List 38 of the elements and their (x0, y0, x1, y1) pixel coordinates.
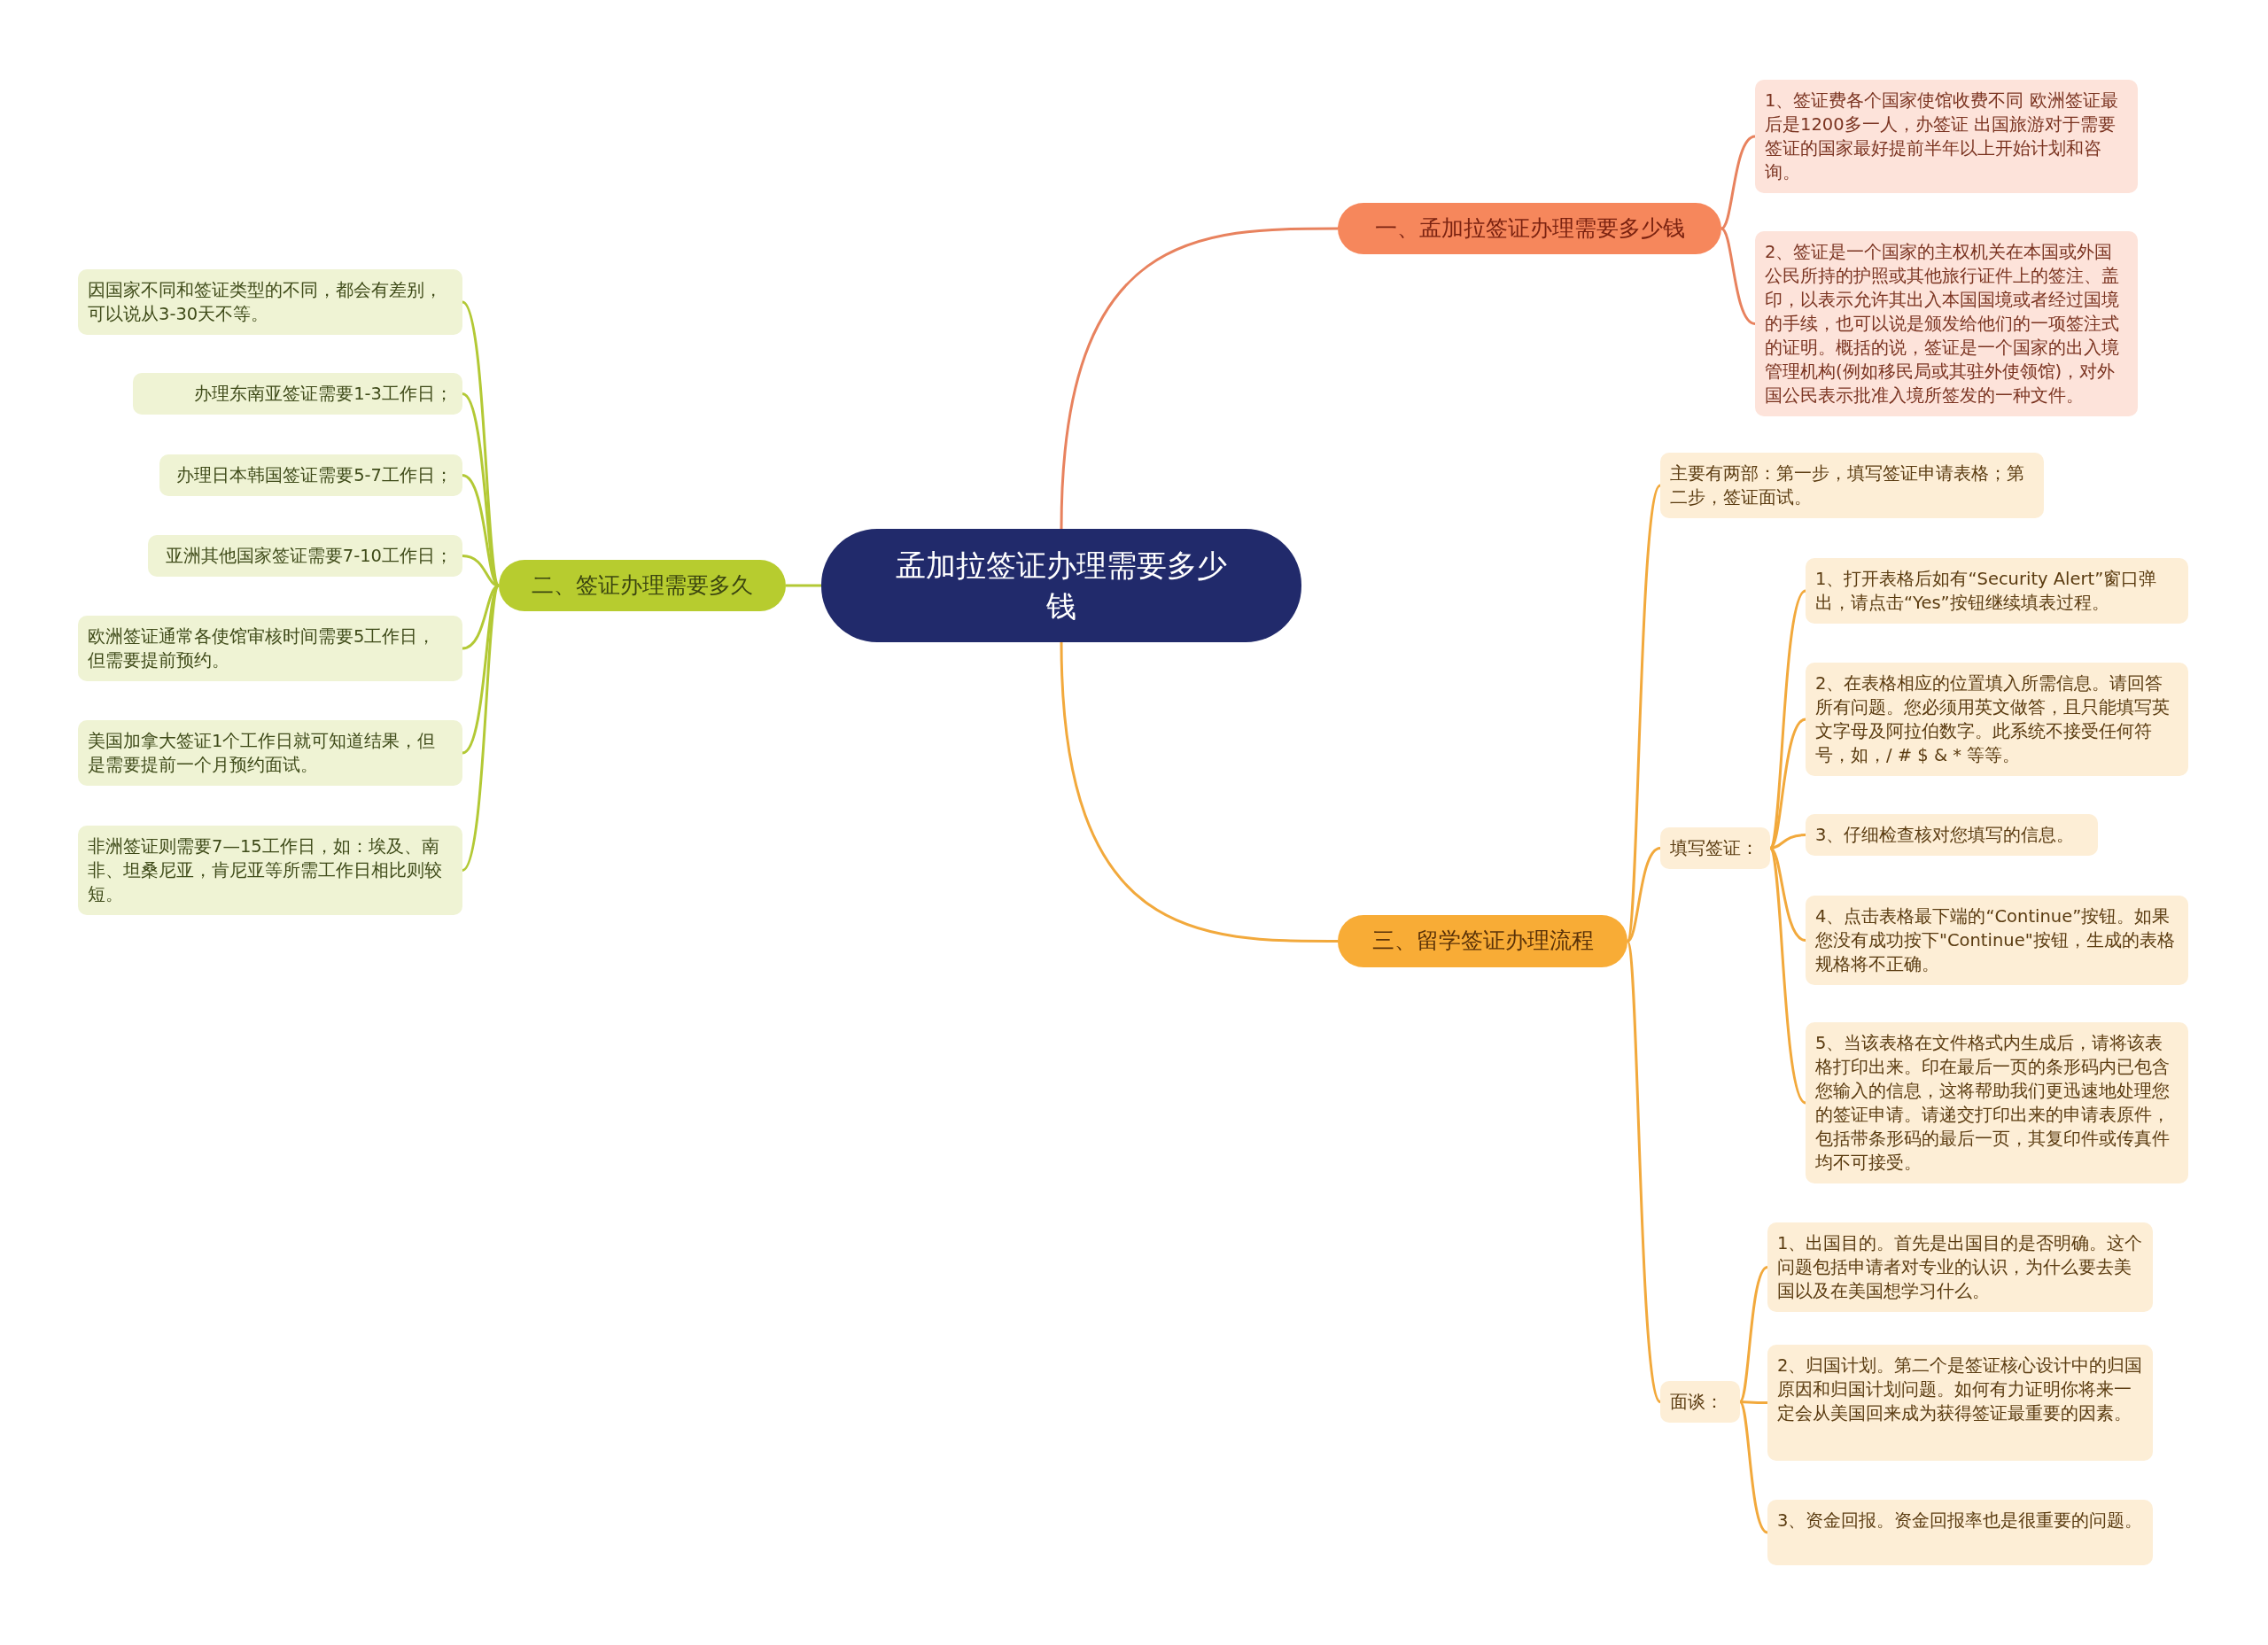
connector-line (1060, 641, 1338, 943)
connector-line (1720, 135, 1756, 230)
note-box: 1、出国目的。首先是出国目的是否明确。这个问题包括申请者对专业的认识，为什么要去美国以及在美国想学习什么。 (1767, 1222, 2153, 1312)
note-box: 2、归国计划。第二个是签证核心设计中的归国原因和归国计划问题。如何有力证明你将来一定会从美国回来成为获得签证最重要的因素。 (1767, 1345, 2153, 1461)
subtopic-box: 面谈： (1660, 1381, 1740, 1423)
connector-line (1626, 485, 1662, 942)
central-topic-pill: 孟加拉签证办理需要多少钱 (821, 529, 1301, 642)
connector-line (1738, 1266, 1768, 1403)
note-box: 2、签证是一个国家的主权机关在本国或外国公民所持的护照或其他旅行证件上的签注、盖印，以表示允许其出入本国国境或者经过国境的手续，也可以说是颁发给他们的一项签注式的证明。概括的说，签证是一个国家的出入境管理机构(例如移民局或其驻外使领馆)，对外国公民表示批准入境所签发的一种文件。 (1755, 231, 2138, 416)
note-box: 美国加拿大签证1个工作日就可知道结果，但是需要提前一个月预约面试。 (78, 720, 462, 786)
note-box: 办理日本韩国签证需要5-7工作日； (159, 454, 462, 496)
connector-line (1738, 1401, 1768, 1534)
branch-topic-pill: 三、留学签证办理流程 (1338, 915, 1627, 967)
note-box: 亚洲其他国家签证需要7-10工作日； (148, 535, 462, 577)
note-box: 5、当该表格在文件格式内生成后，请将该表格打印出来。印在最后一页的条形码内已包含您输入的信息，这将帮助我们更迅速地处理您的签证申请。请递交打印出来的申请表原件，包括带条形码的最后一页，其复印件或传真件均不可接受。 (1806, 1022, 2188, 1183)
note-box: 3、仔细检查核对您填写的信息。 (1806, 814, 2098, 856)
note-box: 2、在表格相应的位置填入所需信息。请回答所有问题。您必须用英文做答，且只能填写英文字母及阿拉伯数字。此系统不接受任何符号，如，/ # $ & * 等等。 (1806, 663, 2188, 776)
note-box: 4、点击表格最下端的“Continue”按钮。如果您没有成功按下"Continue"按钮，生成的表格规格将不正确。 (1806, 896, 2188, 985)
connector-line (1769, 847, 1806, 942)
connector-line (461, 585, 501, 872)
note-box: 非洲签证则需要7—15工作日，如：埃及、南非、坦桑尼亚，肯尼亚等所需工作日相比则较短。 (78, 826, 462, 915)
connector-line (786, 584, 821, 587)
note-box: 因国家不同和签证类型的不同，都会有差别，可以说从3-30天不等。 (78, 269, 462, 335)
connector-line (1627, 847, 1661, 943)
connector-line (1740, 1401, 1767, 1404)
connector-line (1720, 227, 1756, 325)
connector-line (1626, 941, 1662, 1403)
connector-line (1060, 227, 1338, 530)
subtopic-box: 填写签证： (1660, 827, 1770, 869)
connector-line (1768, 847, 1807, 1105)
note-box: 欧洲签证通常各使馆审核时间需要5工作日，但需要提前预约。 (78, 616, 462, 681)
branch-topic-pill: 一、孟加拉签证办理需要多少钱 (1338, 203, 1721, 254)
branch-topic-pill: 二、签证办理需要多久 (499, 560, 786, 611)
note-box: 办理东南亚签证需要1-3工作日； (133, 373, 462, 415)
note-box: 主要有两部：第一步，填写签证申请表格；第二步，签证面试。 (1660, 453, 2044, 518)
note-box: 1、打开表格后如有“Security Alert”窗口弹出，请点击“Yes”按钮继续填表过程。 (1806, 558, 2188, 624)
note-box: 1、签证费各个国家使馆收费不同 欧洲签证最后是1200多一人，办签证 出国旅游对于需要签证的国家最好提前半年以上开始计划和咨询。 (1755, 80, 2138, 193)
note-box: 3、资金回报。资金回报率也是很重要的问题。 (1767, 1500, 2153, 1565)
